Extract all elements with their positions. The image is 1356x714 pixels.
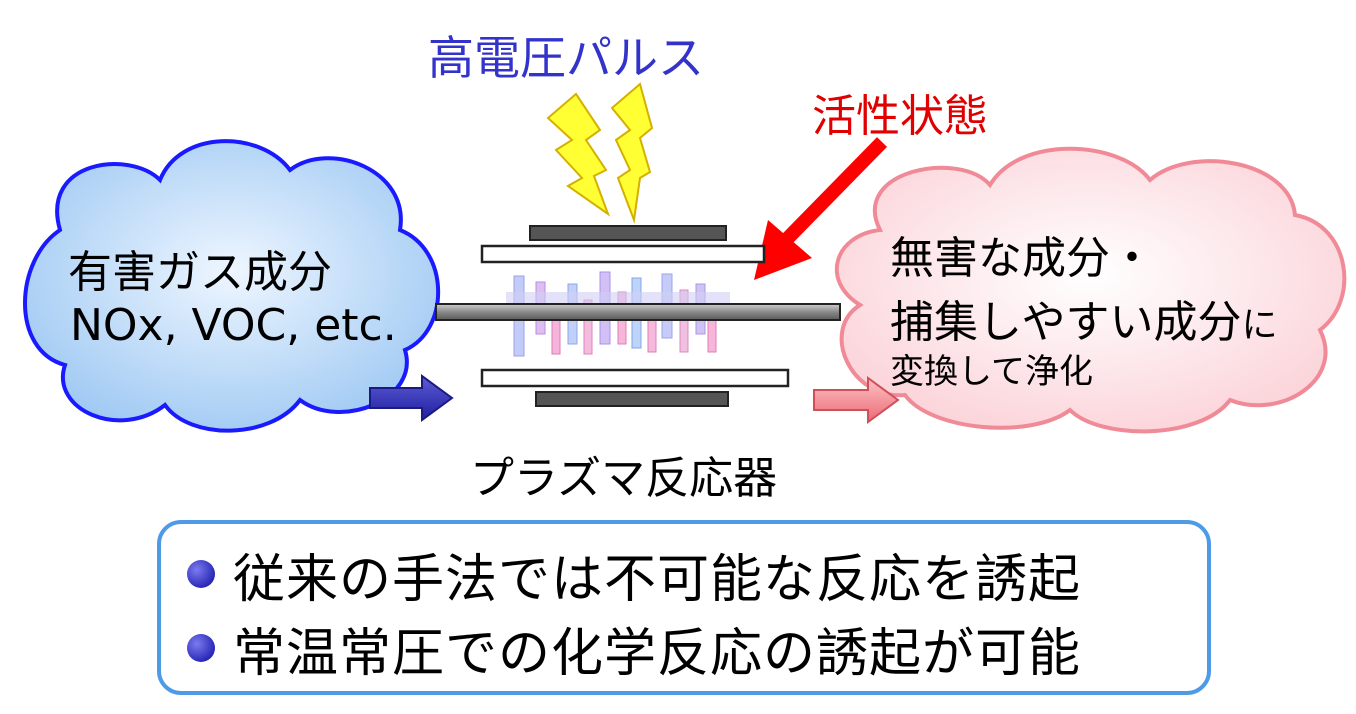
output-label-line3: 変換して浄化 — [890, 352, 1093, 392]
harmful-gas-examples: NOx, VOC, etc. — [70, 300, 397, 351]
bullet-dot-icon — [187, 560, 215, 588]
plasma-reactor-label: プラズマ反応器 — [470, 453, 778, 504]
summary-item: 常温常圧での化学反応の誘起が可能 — [187, 616, 1081, 684]
input-flow-arrow — [369, 374, 454, 422]
summary-box: 従来の手法では不可能な反応を誘起 常温常圧での化学反応の誘起が可能 — [157, 520, 1211, 695]
bullet-dot-icon — [187, 634, 215, 662]
summary-item: 従来の手法では不可能な反応を誘起 — [187, 542, 1081, 610]
active-state-arrow — [754, 137, 888, 280]
harmful-gas-label: 有害ガス成分 — [68, 247, 332, 298]
output-gas-cloud — [834, 146, 1347, 434]
output-label-line2-main: 捕集しやすい成分 — [890, 297, 1242, 348]
output-label-line2: 捕集しやすい成分に — [890, 286, 1278, 350]
input-gas-cloud — [23, 139, 441, 433]
output-flow-arrow — [813, 376, 900, 424]
summary-text: 従来の手法では不可能な反応を誘起 — [233, 549, 1082, 610]
high-voltage-pulse-label: 高電圧パルス — [428, 31, 704, 85]
output-label-line1: 無害な成分・ — [890, 233, 1154, 284]
summary-text: 常温常圧での化学反応の誘起が可能 — [233, 623, 1082, 684]
plasma-reactor — [435, 225, 841, 407]
active-state-label: 活性状態 — [812, 91, 988, 142]
lightning-bolt-icon — [546, 82, 654, 224]
output-label-line2-suffix: に — [1241, 305, 1278, 346]
